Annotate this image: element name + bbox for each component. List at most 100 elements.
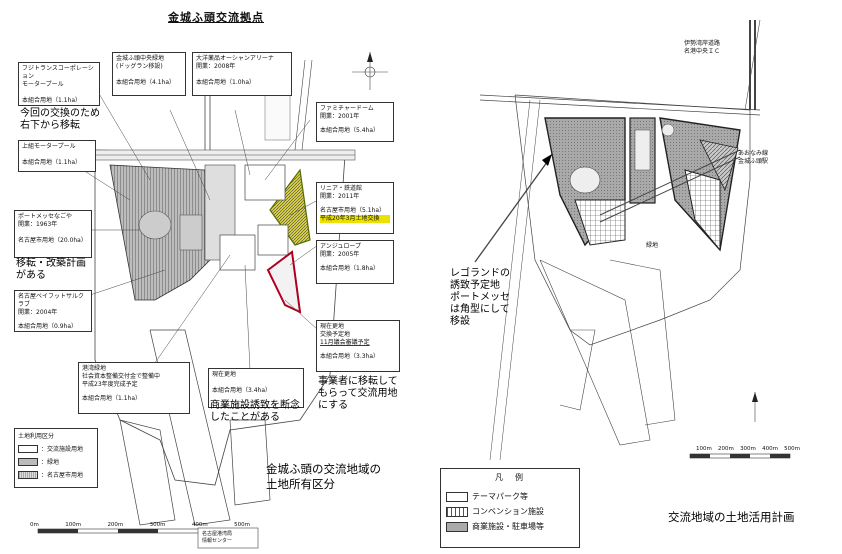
left-scale-300: 300m <box>149 522 166 528</box>
left-scale-400: 400m <box>191 522 208 528</box>
box-angelope-area: 本組合用地（1.8ha） <box>320 265 380 272</box>
left-scale-labels: 0m 100m 200m 300m 400m 500m <box>30 522 250 528</box>
box-nagoya-ifu-sub: 開業：2004年 <box>18 309 58 316</box>
label-station-line2: 金城ふ頭駅 <box>738 158 769 165</box>
left-legend-swatch-exchange <box>18 444 38 453</box>
box-fujitrans: フジトランスコーポレーション モータープール 本組合用地（1.1ha） <box>18 62 100 106</box>
right-legend-title: 凡 例 <box>495 473 525 482</box>
right-scale-labels: 100m 200m 300m 400m 500m <box>696 446 800 452</box>
left-bottom-label-line1: 名古屋港湾局 <box>202 531 233 537</box>
box-taiyo-arena: 大洋薬品オーシャンアリーナ 開業：2008年 本組合用地（1.0ha） <box>192 52 292 96</box>
note-legoland-line2: 誘致予定地 <box>450 280 500 291</box>
right-map-drawing <box>474 19 791 461</box>
note-operator: 事業者に移転してもらって交流用地にする <box>318 376 398 411</box>
box-famisea-name: ファミチャードーム <box>320 105 374 112</box>
left-caption-line1: 金城ふ頭の交流地域の <box>266 462 381 476</box>
left-legend-row-city: ：名古屋市用地 <box>18 470 94 479</box>
note-legoland-line5: 移設 <box>450 316 470 327</box>
box-kamigumi: 上組モータープール 本組合用地（1.1ha） <box>18 140 96 172</box>
note-legoland-line3: ポートメッセ <box>450 292 510 303</box>
box-kinjo-central-area: 本組合用地（4.1ha） <box>116 79 176 86</box>
box-famisea-area: 本組合用地（5.4ha） <box>320 127 380 134</box>
box-nagoya-ifu-area: 本組合用地（0.9ha） <box>18 323 78 330</box>
box-kamigumi-area: 本組合用地（1.1ha） <box>22 159 82 166</box>
left-legend-label-green: ：緑地 <box>41 459 60 466</box>
box-taiyo-arena-area: 本組合用地（1.0ha） <box>196 79 256 86</box>
left-legend-label-city: ：名古屋市用地 <box>41 472 84 479</box>
left-bottom-label: 名古屋港湾局 情報センター <box>202 531 232 545</box>
left-legend: 土地利用区分 ：交流施設用地 ：緑地 ：名古屋市用地 <box>14 428 98 488</box>
box-taiyo-arena-sub: 開業：2008年 <box>196 63 236 70</box>
right-scale-100: 100m <box>696 446 712 452</box>
right-legend: 凡 例 テーマパーク等 コンベンション施設 商業施設・駐車場等 <box>440 468 580 548</box>
left-scale-200: 200m <box>107 522 124 528</box>
box-linear-sub: 開業：2011年 <box>320 193 360 200</box>
box-angelope-sub: 開業：2005年 <box>320 251 360 258</box>
right-legend-label-convention: コンベンション施設 <box>472 507 544 516</box>
box-fujitrans-sub: モータープール <box>22 81 64 88</box>
left-legend-row-exchange: ：交流施設用地 <box>18 444 94 453</box>
right-map: 伊勢湾岸道路 名港中央ＩＣ あおなみ線 金城ふ頭駅 緑地 レゴランドの 誘致予定… <box>420 0 842 554</box>
box-genzai-exchange-council: 11月議会審議予定 <box>320 339 370 346</box>
label-highway-line1: 伊勢湾岸道路 <box>684 40 721 47</box>
note-commercial: 商業施設誘致を断念したことがある <box>210 400 300 423</box>
box-genzai-area: 本組合用地（3.4ha） <box>212 387 272 394</box>
box-genzai-name: 現在更地 <box>212 371 237 378</box>
right-scale-500: 500m <box>784 446 800 452</box>
box-port-green: 港湾緑地 社会資本整備交付金で整備中 平成23年度完成予定 本組合用地（1.1h… <box>78 362 190 414</box>
box-portmesse-sub: 開業：1963年 <box>18 221 58 228</box>
left-legend-swatch-green <box>18 457 38 466</box>
right-caption: 交流地域の土地活用計画 <box>668 510 795 524</box>
left-caption-line2: 土地所有区分 <box>266 477 335 491</box>
box-taiyo-arena-name: 大洋薬品オーシャンアリーナ <box>196 55 274 62</box>
box-genzai: 現在更地 本組合用地（3.4ha） <box>208 368 304 408</box>
box-famisea: ファミチャードーム 開業：2001年 本組合用地（5.4ha） <box>316 102 394 142</box>
box-genzai-exchange-name: 現在更地 <box>320 323 345 330</box>
right-scale-300: 300m <box>740 446 756 452</box>
label-highway: 伊勢湾岸道路 名港中央ＩＣ <box>684 40 720 56</box>
box-genzai-exchange-area: 本組合用地（3.3ha） <box>320 353 380 360</box>
right-legend-row-convention: コンベンション施設 <box>446 506 574 517</box>
label-highway-line2: 名港中央ＩＣ <box>684 48 721 55</box>
label-green: 緑地 <box>646 242 659 249</box>
box-kamigumi-name: 上組モータープール <box>22 143 76 150</box>
right-legend-row-commercial: 商業施設・駐車場等 <box>446 521 574 532</box>
right-legend-swatch-commercial <box>446 521 468 532</box>
box-portmesse-name: ポートメッセなごや <box>18 213 73 220</box>
right-legend-swatch-convention <box>446 506 468 517</box>
box-fujitrans-name: フジトランスコーポレーション <box>22 65 94 80</box>
right-legend-label-theme: テーマパーク等 <box>472 492 528 501</box>
left-scale-0: 0m <box>30 522 39 528</box>
box-portmesse-area: 名古屋市用地（20.0ha） <box>18 237 87 244</box>
box-linear: リニア・鉄道館 開業：2011年 名古屋市用地（5.1ha） 平成20年3月土地… <box>316 182 394 234</box>
box-fujitrans-area: 本組合用地（1.1ha） <box>22 97 82 104</box>
box-port-green-schedule: 平成23年度完成予定 <box>82 381 138 388</box>
left-legend-swatch-city <box>18 470 38 479</box>
box-genzai-exchange-sub: 交換予定地 <box>320 331 351 338</box>
note-legoland-line4: は角型にして <box>450 304 510 315</box>
left-bottom-label-line2: 情報センター <box>202 538 233 544</box>
note-legoland-line1: レゴランドの <box>450 268 510 279</box>
box-nagoya-ifu-name: 名古屋ベイフットサルクラブ <box>18 293 85 308</box>
right-legend-label-commercial: 商業施設・駐車場等 <box>472 522 544 531</box>
note-legoland: レゴランドの 誘致予定地 ポートメッセ は角型にして 移設 <box>450 268 510 328</box>
box-port-green-name: 港湾緑地 <box>82 365 107 372</box>
right-scale-200: 200m <box>718 446 734 452</box>
box-portmesse: ポートメッセなごや 開業：1963年 名古屋市用地（20.0ha） <box>14 210 92 258</box>
left-caption: 金城ふ頭の交流地域の 土地所有区分 <box>266 462 381 492</box>
left-map: 金城ふ頭交流拠点 <box>0 0 420 554</box>
box-linear-exchange: 平成20年3月土地交換 <box>320 215 390 223</box>
left-legend-title: 土地利用区分 <box>18 433 55 440</box>
left-scale-500: 500m <box>234 522 250 528</box>
box-angelope-name: アンジュロープ <box>320 243 361 250</box>
left-scale-100: 100m <box>65 522 82 528</box>
box-kinjo-central: 金城ふ頭中央緑地 (ドッグラン移設) 本組合用地（4.1ha） <box>112 52 186 96</box>
box-port-green-sub: 社会資本整備交付金で整備中 <box>82 373 161 380</box>
box-port-green-area: 本組合用地（1.1ha） <box>82 395 142 402</box>
box-linear-area: 名古屋市用地（5.1ha） <box>320 207 386 214</box>
left-legend-label-exchange: ：交流施設用地 <box>41 446 84 453</box>
note-relocation-exchange: 今回の交換のため右下から移転 <box>20 108 100 131</box>
left-map-title: 金城ふ頭交流拠点 <box>168 11 264 24</box>
right-scale-400: 400m <box>762 446 778 452</box>
label-station: あおなみ線 金城ふ頭駅 <box>738 150 768 166</box>
